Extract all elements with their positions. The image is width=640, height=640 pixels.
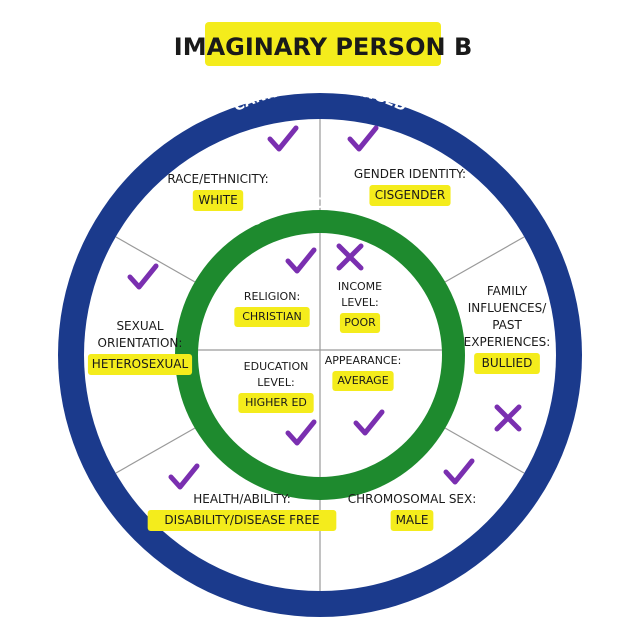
checkmark-icon — [127, 263, 159, 290]
value-highlight — [192, 190, 244, 211]
checkmark-icon — [168, 463, 200, 490]
segment-label: EDUCATION — [244, 360, 309, 373]
inner-segments-item: INCOME LEVEL: POOR — [336, 243, 382, 333]
value-highlight — [238, 393, 314, 413]
inner-segments-item: APPEARANCE: AVERAGE — [325, 354, 402, 436]
segment-label: LEVEL: — [341, 296, 378, 309]
inner-segments: RELIGION: CHRISTIAN INCOME LEVEL: POOR APPEAR… — [234, 243, 402, 446]
segment-label: HEALTH/ABILITY: — [193, 492, 291, 506]
value-highlight — [390, 510, 434, 531]
segment-value: HETEROSEXUAL — [92, 357, 189, 371]
inner-segments-item: RELIGION: CHRISTIAN — [234, 247, 317, 327]
outer-segments-item: GENDER IDENTITY: CISGENDER — [347, 125, 466, 206]
inner-segments-item: EDUCATION LEVEL: HIGHER ED — [238, 360, 317, 446]
value-highlight — [332, 371, 394, 391]
title: IMAGINARY PERSON B — [174, 33, 472, 61]
segment-label: SEXUAL — [116, 319, 163, 333]
segment-label: FAMILY — [487, 284, 528, 298]
segment-value: CHRISTIAN — [242, 310, 302, 323]
cross-icon — [494, 404, 522, 432]
outer-segments-item: HEALTH/ABILITY: DISABILITY/DISEASE FREE — [147, 463, 337, 531]
segment-label: RACE/ETHNICITY: — [167, 172, 268, 186]
outer-segments-item: RACE/ETHNICITY: WHITE — [167, 125, 299, 211]
checkmark-icon — [267, 125, 299, 152]
segment-value: DISABILITY/DISEASE FREE — [164, 513, 319, 527]
segment-label: RELIGION: — [244, 290, 300, 303]
inner-dividers — [198, 233, 442, 477]
outer-dividers — [115, 119, 525, 591]
segment-value: BULLIED — [482, 356, 533, 370]
segment-label: PAST — [492, 318, 522, 332]
segment-label: APPEARANCE: — [325, 354, 402, 367]
checkmark-icon — [353, 409, 385, 436]
outer-segments-item: CHROMOSOMAL SEX: MALE — [348, 458, 477, 531]
checkmark-icon — [443, 458, 475, 485]
cross-icon — [336, 243, 364, 271]
segment-value: MALE — [396, 513, 429, 527]
segment-label: INCOME — [338, 280, 382, 293]
segment-value: AVERAGE — [337, 374, 388, 387]
segment-value: HIGHER ED — [245, 396, 307, 409]
segment-label: CHROMOSOMAL SEX: — [348, 492, 477, 506]
outer-segments-item: SEXUAL ORIENTATION: HETEROSEXUAL — [87, 263, 193, 375]
outer-segments-item: FAMILY INFLUENCES/PAST EXPERIENCES: BULLIED — [464, 284, 551, 432]
segment-value: CISGENDER — [375, 188, 446, 202]
segment-label: LEVEL: — [257, 376, 294, 389]
value-highlight — [474, 353, 540, 374]
segment-value: WHITE — [198, 193, 237, 207]
value-highlight — [87, 354, 193, 375]
value-highlight — [147, 510, 337, 531]
segment-label: EXPERIENCES: — [464, 335, 551, 349]
checkmark-icon — [285, 247, 317, 274]
checkmark-icon — [285, 419, 317, 446]
value-highlight — [234, 307, 310, 327]
value-highlight — [369, 185, 451, 206]
segment-label: INFLUENCES/ — [468, 301, 547, 315]
segment-value: POOR — [344, 316, 376, 329]
value-highlight — [339, 313, 381, 333]
outer-segments: RACE/ETHNICITY: WHITE GENDER IDENTITY: CISG… — [87, 125, 551, 531]
segment-label: GENDER IDENTITY: — [354, 167, 466, 181]
segment-label: ORIENTATION: — [98, 336, 183, 350]
checkmark-icon — [347, 125, 379, 152]
title-highlight — [205, 22, 441, 66]
